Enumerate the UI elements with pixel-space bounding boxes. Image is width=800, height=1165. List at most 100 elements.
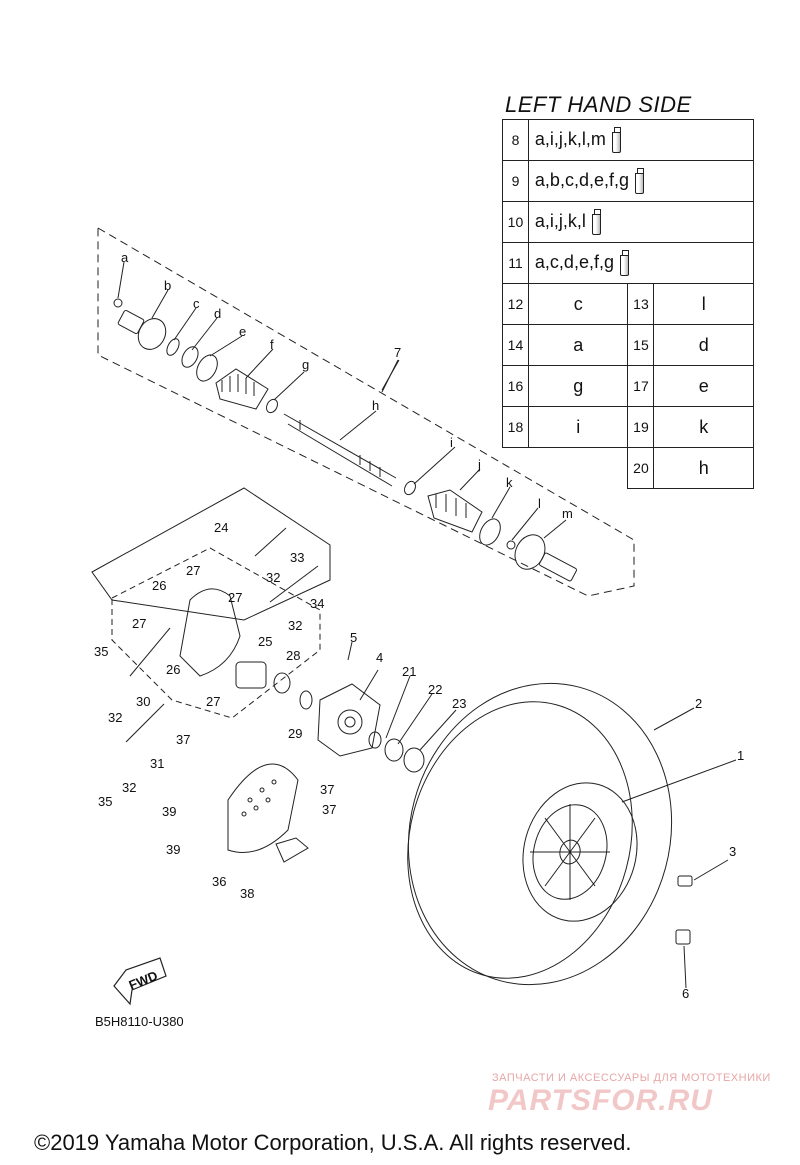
part-h-shaft [283, 413, 397, 487]
number-callouts: 1 2 3 4 5 6 7 21 22 23 24 25 26 26 27 27… [94, 345, 744, 1001]
callout-27a: 27 [186, 563, 200, 578]
callout-5: 5 [350, 630, 357, 645]
callout-37c: 37 [322, 802, 336, 817]
row-value: h [653, 447, 754, 489]
watermark-top: ЗАПЧАСТИ И АКСЕССУАРЫ ДЛЯ МОТОТЕХНИКИ [492, 1072, 771, 1084]
part-a-circlip [113, 298, 123, 308]
callout-23: 23 [452, 696, 466, 711]
part-i-band [403, 480, 417, 496]
callout-32b: 32 [288, 618, 302, 633]
callout-g: g [302, 357, 309, 372]
callout-27b: 27 [228, 590, 242, 605]
row-number: 19 [627, 406, 655, 448]
callout-24: 24 [214, 520, 228, 535]
callout-22: 22 [428, 682, 442, 697]
callout-30: 30 [136, 694, 150, 709]
callout-7: 7 [394, 345, 401, 360]
row-value: c [527, 283, 629, 325]
letter-callouts: a b c d e f g h i j k l m [121, 250, 573, 521]
part-6-nut [675, 929, 691, 945]
fwd-arrow-icon: FWD [113, 957, 167, 1006]
row-letters-cell: a,c,d,e,f,g [527, 242, 755, 284]
callout-21: 21 [402, 664, 416, 679]
grease-tube-icon [591, 209, 601, 235]
callout-29: 29 [288, 726, 302, 741]
part-25-bearing [235, 661, 267, 689]
row-letters-cell: a,i,j,k,l,m [527, 119, 755, 161]
part-d-band [181, 346, 199, 368]
callout-1: 1 [737, 748, 744, 763]
callout-39a: 39 [162, 804, 176, 819]
callout-34: 34 [310, 596, 324, 611]
part-30-bolt [129, 627, 171, 677]
row-number: 15 [627, 324, 655, 366]
row-value: k [653, 406, 754, 448]
callout-f: f [270, 337, 274, 352]
callout-c: c [193, 296, 200, 311]
callout-6: 6 [682, 986, 689, 1001]
part-knuckle [179, 588, 241, 677]
callout-37a: 37 [176, 732, 190, 747]
callout-b: b [164, 278, 171, 293]
callout-32d: 32 [122, 780, 136, 795]
part-3-valve [677, 875, 693, 887]
part-29-seal [299, 690, 313, 710]
part-34-bolt [269, 565, 319, 603]
row-number: 11 [502, 242, 529, 284]
knuckle-inner-outline [111, 547, 321, 719]
part-33-bolt [254, 527, 287, 557]
callout-37b: 37 [320, 782, 334, 797]
callout-35a: 35 [94, 644, 108, 659]
callout-4: 4 [376, 650, 383, 665]
table-title: LEFT HAND SIDE [505, 92, 692, 117]
part-l-circlip [506, 540, 516, 550]
copyright: ©2019 Yamaha Motor Corporation, U.S.A. A… [34, 1130, 632, 1155]
callout-26a: 26 [152, 578, 166, 593]
callout-25: 25 [258, 634, 272, 649]
callout-3: 3 [729, 844, 736, 859]
callout-h: h [372, 398, 379, 413]
row-letters: a,b,c,d,e,f,g [534, 169, 629, 190]
row-value: l [653, 283, 754, 325]
callout-27c: 27 [132, 616, 146, 631]
callout-32c: 32 [108, 710, 122, 725]
callout-31: 31 [150, 756, 164, 771]
row-letters: a,i,j,k,l [534, 210, 586, 231]
row-number: 9 [502, 160, 529, 202]
row-letters: a,c,d,e,f,g [534, 251, 614, 272]
row-letters-cell: a,i,j,k,l [527, 201, 755, 243]
part-f-boot [215, 368, 269, 410]
row-value: i [527, 406, 629, 448]
part-31-bolt [125, 703, 165, 743]
part-21-washer [368, 731, 382, 749]
grease-tube-icon [634, 168, 644, 194]
callout-m: m [562, 506, 573, 521]
row-value: g [527, 365, 629, 407]
part-4-hub [317, 683, 381, 757]
row-number: 10 [502, 201, 529, 243]
part-23-cap [403, 747, 425, 773]
part-c-circlip [166, 338, 180, 356]
callout-39b: 39 [166, 842, 180, 857]
driveshaft-group-outline [97, 227, 635, 597]
grease-tube-icon [619, 250, 629, 276]
callout-2: 2 [695, 696, 702, 711]
part-m-inner-joint [514, 534, 577, 582]
part-28-circlip [273, 672, 291, 694]
part-g-band [265, 398, 279, 414]
callout-d: d [214, 306, 221, 321]
callout-l: l [538, 496, 541, 511]
part-e-band [196, 354, 218, 382]
row-number: 16 [502, 365, 529, 407]
part-2-tire [407, 682, 673, 986]
row-number: 17 [627, 365, 655, 407]
watermark-logo: PARTSFOR.RU [488, 1084, 713, 1117]
row-number: 8 [502, 119, 529, 161]
